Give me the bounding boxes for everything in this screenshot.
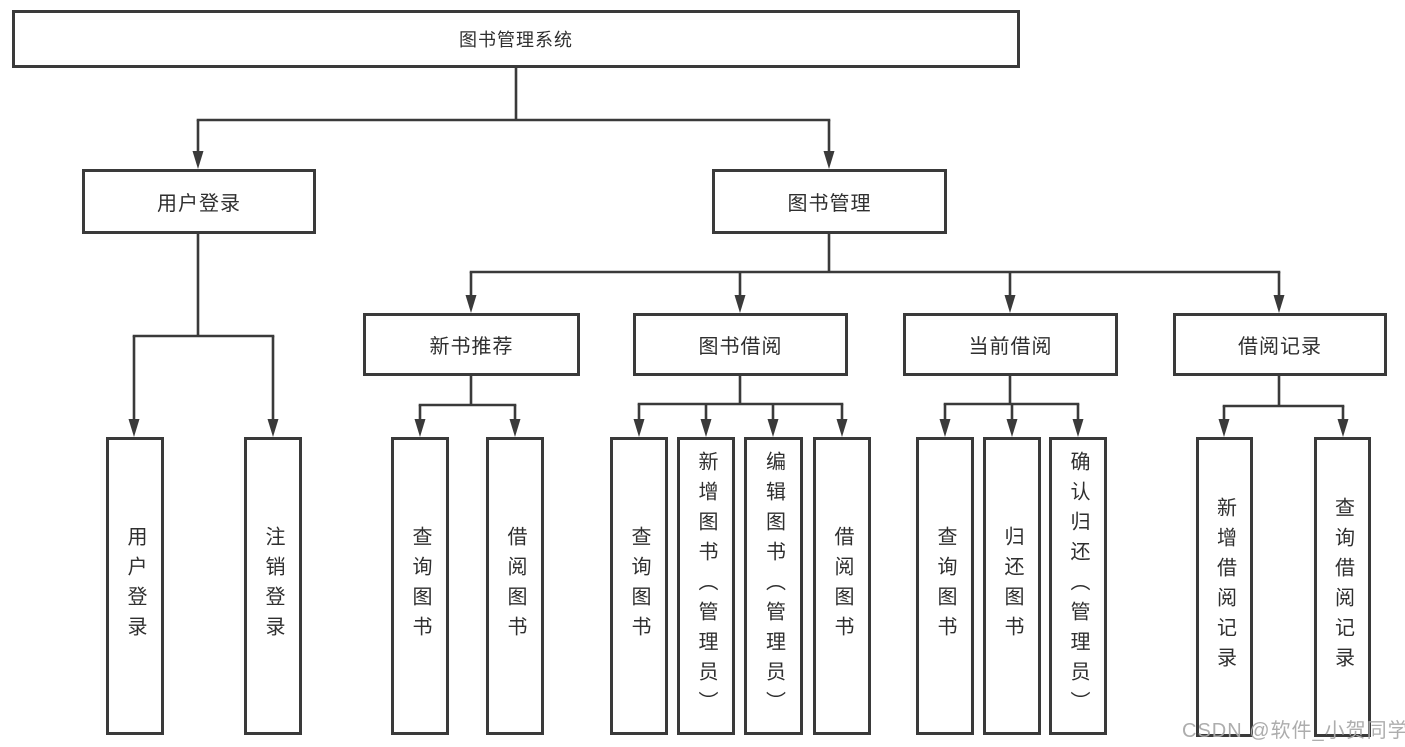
node-new-book-recommend: 新书推荐 (363, 313, 580, 376)
leaf-current-search-books: 查询图书 (916, 437, 974, 735)
leaf-borrow-edit-books-admin: 编辑图书（管理员） (744, 437, 803, 735)
leaf-borrow-search-books: 查询图书 (610, 437, 668, 735)
leaf-borrow-edit-books-admin-label: 编辑图书（管理员） (762, 451, 785, 721)
leaf-borrow-search-books-label: 查询图书 (628, 526, 650, 646)
connector-borrowing-records-to-leaves (1218, 376, 1349, 437)
leaf-newrec-borrow-books: 借阅图书 (486, 437, 544, 735)
leaf-current-return-books-label: 归还图书 (1001, 526, 1023, 646)
leaf-current-return-books: 归还图书 (983, 437, 1041, 735)
watermark: CSDN @软件_小贺同学 (1182, 720, 1405, 742)
node-book-borrowing: 图书借阅 (633, 313, 848, 376)
connector-root-to-level2 (192, 68, 835, 169)
leaf-borrow-borrow-books: 借阅图书 (813, 437, 871, 735)
node-library-management-system: 图书管理系统 (12, 10, 1020, 68)
leaf-user-login-label: 用户登录 (124, 526, 146, 646)
leaf-logout-label: 注销登录 (262, 526, 284, 646)
leaf-current-confirm-return-admin: 确认归还（管理员） (1049, 437, 1107, 735)
leaf-borrow-add-books-admin-label: 新增图书（管理员） (695, 451, 717, 721)
leaf-newrec-search-books: 查询图书 (391, 437, 449, 735)
leaf-records-add-record: 新增借阅记录 (1196, 437, 1253, 737)
node-borrowing-records: 借阅记录 (1173, 313, 1387, 376)
leaf-newrec-search-books-label: 查询图书 (409, 526, 431, 646)
connector-book-borrowing-to-leaves (633, 376, 848, 437)
leaf-logout: 注销登录 (244, 437, 302, 735)
leaf-records-search-record-label: 查询借阅记录 (1331, 497, 1354, 677)
leaf-borrow-borrow-books-label: 借阅图书 (831, 526, 853, 646)
connector-user-login-to-leaves (128, 234, 279, 437)
leaf-records-add-record-label: 新增借阅记录 (1213, 497, 1236, 677)
leaf-records-search-record: 查询借阅记录 (1314, 437, 1371, 737)
leaf-borrow-add-books-admin: 新增图书（管理员） (677, 437, 735, 735)
leaf-user-login: 用户登录 (106, 437, 164, 735)
leaf-current-confirm-return-admin-label: 确认归还（管理员） (1067, 451, 1089, 721)
connector-current-borrowing-to-leaves (939, 376, 1084, 437)
connector-new-book-recommend-to-leaves (414, 376, 521, 437)
node-user-login: 用户登录 (82, 169, 316, 234)
node-current-borrowing: 当前借阅 (903, 313, 1118, 376)
connector-book-management-to-level3 (465, 233, 1285, 313)
node-book-management: 图书管理 (712, 169, 947, 234)
leaf-current-search-books-label: 查询图书 (934, 526, 956, 646)
leaf-newrec-borrow-books-label: 借阅图书 (504, 526, 526, 646)
